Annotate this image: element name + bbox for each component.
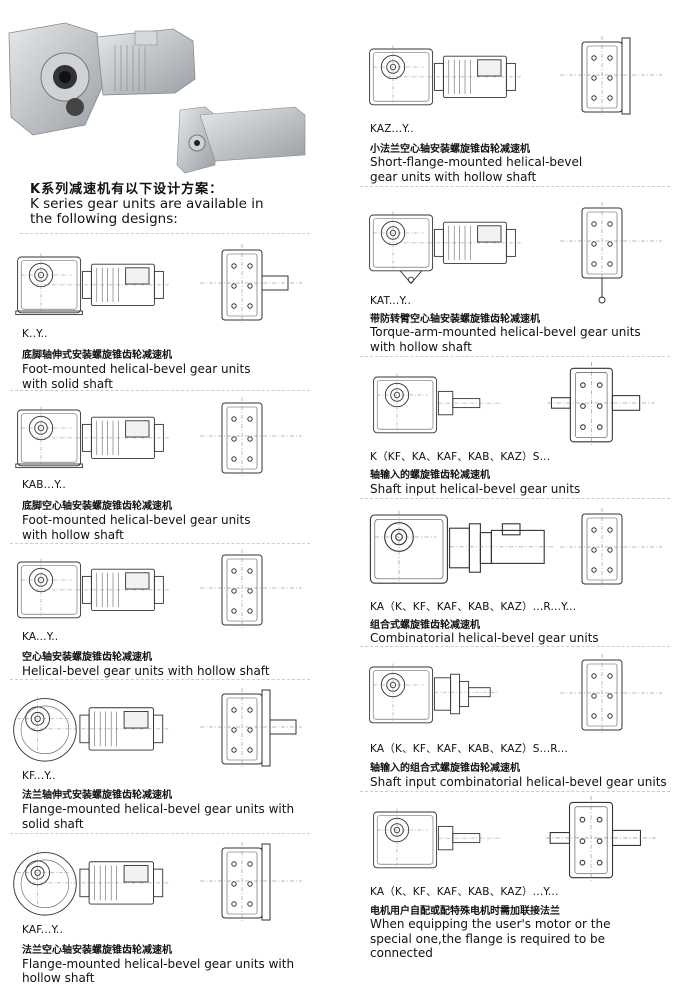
design-name-en: Short-flange-mounted helical-bevel: [370, 155, 583, 169]
design-code: KF...Y..: [22, 770, 56, 782]
design-name-en: Flange-mounted helical-bevel gear units …: [22, 802, 295, 816]
gear-unit-front-view-drawing: [560, 202, 662, 304]
gear-unit-front-view-drawing: [545, 796, 656, 882]
design-code: KAB...Y..: [22, 479, 66, 491]
design-name-cn: 法兰空心轴安装螺旋锥齿轮减速机: [22, 945, 172, 956]
design-name-cn: 轴输入的组合式螺旋锥齿轮减速机: [370, 763, 520, 774]
design-code: K..Y..: [22, 328, 48, 340]
gear-unit-side-view-drawing: [369, 45, 521, 106]
gear-unit-front-view-drawing: [200, 688, 302, 768]
design-code: KAF...Y..: [22, 924, 64, 936]
intro-title-en-2: the following designs:: [30, 211, 178, 227]
gear-unit-side-view-drawing: [369, 663, 498, 724]
gear-motor-photo: [8, 22, 306, 174]
design-name-en: with hollow shaft: [370, 340, 472, 354]
gear-unit-side-view-drawing: [15, 406, 169, 469]
design-name-cn: 底脚空心轴安装螺旋锥齿轮减速机: [22, 501, 172, 512]
design-code: KA（K、KF、KAF、KAB、KAZ）...R...Y...: [370, 601, 577, 613]
design-name-en: Shaft input combinatorial helical-bevel …: [370, 775, 667, 789]
design-name-cn: 电机用户自配或配特殊电机时需加联接法兰: [370, 906, 560, 917]
intro-title-en-1: K series gear units are available in: [30, 196, 264, 212]
gear-unit-side-view-drawing: [15, 253, 169, 316]
design-code: K（KF、KA、KAF、KAB、KAZ）S...: [370, 451, 551, 463]
intro-title-cn: K系列减速机有以下设计方案：: [30, 182, 224, 197]
gear-unit-front-view-drawing: [200, 549, 302, 629]
design-name-en: Torque-arm-mounted helical-bevel gear un…: [370, 325, 641, 339]
design-name-cn: 底脚轴伸式安装螺旋锥齿轮减速机: [22, 350, 172, 361]
design-name-en: Flange-mounted helical-bevel gear units …: [22, 957, 295, 971]
gear-unit-front-view-drawing: [200, 244, 302, 324]
design-name-en: gear units with hollow shaft: [370, 170, 537, 184]
gear-unit-front-view-drawing: [200, 397, 302, 477]
design-name-cn: 轴输入的螺旋锥齿轮减速机: [370, 470, 490, 481]
design-name-en: Foot-mounted helical-bevel gear units: [22, 362, 251, 376]
design-code: KAT...Y..: [370, 295, 412, 307]
design-name-en: connected: [370, 946, 433, 960]
design-name-cn: 法兰轴伸式安装螺旋锥齿轮减速机: [22, 790, 172, 801]
gear-unit-front-view-drawing: [560, 36, 662, 116]
gear-unit-side-view-drawing: [369, 510, 556, 584]
design-name-en: hollow shaft: [22, 971, 95, 985]
gear-unit-front-view-drawing: [560, 508, 662, 588]
gear-unit-side-view-drawing: [373, 373, 502, 434]
design-name-cn: 带防转臂空心轴安装螺旋锥齿轮减速机: [370, 314, 540, 325]
gear-unit-front-view-drawing: [560, 654, 662, 734]
design-name-en: solid shaft: [22, 817, 84, 831]
gear-unit-front-view-drawing: [200, 842, 302, 922]
design-name-en: Helical-bevel gear units with hollow sha…: [22, 664, 270, 678]
design-name-cn: 小法兰空心轴安装螺旋锥齿轮减速机: [370, 144, 530, 155]
design-name-en: with hollow shaft: [22, 528, 124, 542]
design-code: KA...Y..: [22, 631, 59, 643]
design-code: KA（K、KF、KAF、KAB、KAZ）S...R...: [370, 743, 568, 755]
design-name-en: special one,the flange is required to be: [370, 932, 606, 946]
gear-unit-front-view-drawing: [547, 362, 655, 446]
design-name-cn: 组合式螺旋锥齿轮减速机: [370, 620, 480, 631]
design-name-en: Foot-mounted helical-bevel gear units: [22, 513, 251, 527]
gear-unit-side-view-drawing: [13, 850, 169, 916]
design-code: KA（K、KF、KAF、KAB、KAZ）...Y...: [370, 886, 559, 898]
design-name-en: Combinatorial helical-bevel gear units: [370, 631, 599, 645]
design-name-en: Shaft input helical-bevel gear units: [370, 482, 581, 496]
design-name-en: When equipping the user's motor or the: [370, 917, 611, 931]
design-name-cn: 空心轴安装螺旋锥齿轮减速机: [22, 652, 152, 663]
design-name-en: with solid shaft: [22, 377, 113, 391]
design-code: KAZ...Y..: [370, 123, 414, 135]
gear-unit-side-view-drawing: [369, 211, 521, 285]
gear-unit-side-view-drawing: [13, 696, 169, 762]
gear-unit-side-view-drawing: [17, 558, 169, 619]
gear-unit-side-view-drawing: [373, 808, 502, 869]
